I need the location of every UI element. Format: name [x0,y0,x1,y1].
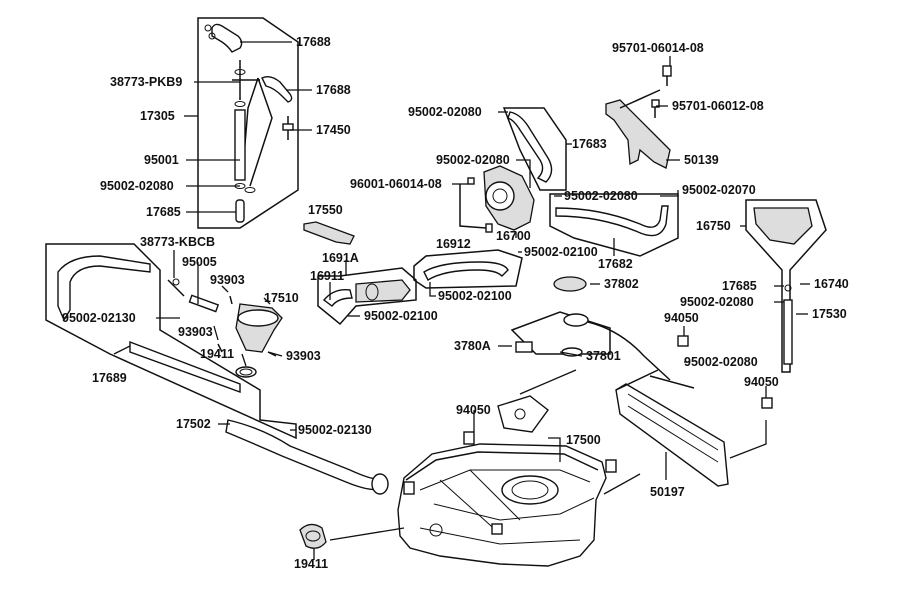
part-label: 95005 [182,255,217,269]
part-label: 17685 [722,279,757,293]
part-label: 19411 [294,557,328,571]
part-label: 95002-02080 [684,355,758,369]
part-label: 17689 [92,371,127,385]
part-label: 17688 [316,83,351,97]
part-label: 50197 [650,485,685,499]
part-label: 95701-06014-08 [612,41,704,55]
part-label: 95002-02080 [100,179,174,193]
part-label: 17550 [308,203,343,217]
part-label: 16700 [496,229,531,243]
part-label: 95002-02100 [524,245,598,259]
filler-pipe-17502 [225,419,389,495]
part-label: 17502 [176,417,211,431]
part-label: 37802 [604,277,639,291]
part-label: 16911 [310,269,344,283]
filler-neck-17510 [235,303,283,378]
cup-16750 [745,199,827,373]
part-label: 95002-02080 [564,189,638,203]
part-label: 95002-02070 [682,183,756,197]
part-label: 95002-02100 [438,289,512,303]
part-label: 94050 [664,311,699,325]
part-label: 95002-02080 [680,295,754,309]
part-label: 17683 [572,137,607,151]
filler-hose-box [45,243,297,440]
part-labels: 17688 38773-PKB9 17688 17305 17450 95001… [62,35,849,571]
part-label: 3780A [454,339,491,353]
part-label: 37801 [586,349,621,363]
part-label: 19411 [200,347,234,361]
bracket-50197 [615,369,729,487]
part-label: 17530 [812,307,847,321]
ring-37802 [553,276,587,292]
leader-lines [113,41,810,560]
part-label: 95002-02080 [436,153,510,167]
part-label: 95001 [144,153,179,167]
fuel-sender-3780a [510,311,671,381]
part-label: 95701-06012-08 [672,99,764,113]
gasket-17550 [303,221,355,245]
bracket-50139 [605,65,672,169]
nut-94050 [761,397,773,409]
part-label: 1691A [322,251,359,265]
part-label: 38773-PKB9 [110,75,182,89]
part-label: 38773-KBCB [140,235,215,249]
hose-16912 [413,249,523,289]
part-label: 16750 [696,219,731,233]
part-label: 93903 [286,349,321,363]
nut-94050 [677,335,689,347]
clamp-19411 [299,523,327,549]
vent-hose-group [197,17,299,229]
part-label: 95002-02080 [408,105,482,119]
part-label: 17305 [140,109,175,123]
part-label: 93903 [210,273,245,287]
part-label: 17510 [264,291,299,305]
part-label: 93903 [178,325,213,339]
part-label: 17450 [316,123,351,137]
part-label: 95002-02100 [364,309,438,323]
part-label: 16740 [814,277,849,291]
part-label: 95002-02130 [62,311,136,325]
part-label: 94050 [456,403,491,417]
hose-17683 [502,107,567,191]
part-label: 17685 [146,205,181,219]
plate-37801 [497,395,549,433]
part-label: 17688 [296,35,331,49]
part-label: 94050 [744,375,779,389]
part-label: 17682 [598,257,633,271]
part-label: 50139 [684,153,719,167]
part-label: 95002-02130 [298,423,372,437]
fuel-tank-17500 [397,431,617,567]
fuel-pump-16700 [459,165,535,233]
part-label: 16912 [436,237,471,251]
part-label: 17500 [566,433,601,447]
part-label: 96001-06014-08 [350,177,442,191]
hose-1691a-group [317,267,417,326]
small-parts-group [167,278,277,357]
